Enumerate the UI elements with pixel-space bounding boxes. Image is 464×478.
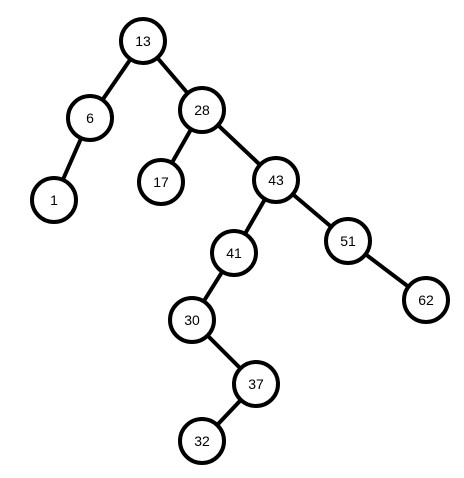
tree-nodes: 13 6 28 1 17 43 41 51 30 62 37 32 <box>30 17 450 465</box>
tree-node-label: 41 <box>226 245 242 261</box>
tree-node-circle <box>252 156 300 204</box>
tree-node-circle <box>178 86 226 134</box>
tree-node-label: 62 <box>418 292 434 308</box>
tree-node-label: 1 <box>50 192 58 208</box>
tree-node: 41 <box>210 229 258 277</box>
tree-node-label: 43 <box>268 172 284 188</box>
tree-node: 30 <box>168 296 216 344</box>
tree-node-label: 37 <box>248 376 264 392</box>
tree-node: 6 <box>66 94 114 142</box>
tree-node-label: 13 <box>135 33 151 49</box>
tree-node: 51 <box>324 217 372 265</box>
tree-node-label: 32 <box>194 433 210 449</box>
tree-node: 43 <box>252 156 300 204</box>
tree-node-circle <box>119 17 167 65</box>
tree-node: 37 <box>232 360 280 408</box>
tree-node-circle <box>30 176 78 224</box>
tree-node: 17 <box>137 158 185 206</box>
tree-node-circle <box>168 296 216 344</box>
tree-node-circle <box>178 417 226 465</box>
tree-node-circle <box>66 94 114 142</box>
tree-node: 28 <box>178 86 226 134</box>
tree-node-label: 30 <box>184 312 200 328</box>
tree-node-label: 17 <box>153 174 169 190</box>
tree-node: 62 <box>402 276 450 324</box>
tree-node-label: 51 <box>340 233 356 249</box>
tree-node-circle <box>402 276 450 324</box>
tree-node-circle <box>324 217 372 265</box>
tree-node-label: 28 <box>194 102 210 118</box>
tree-node-circle <box>137 158 185 206</box>
tree-node: 13 <box>119 17 167 65</box>
tree-node-label: 6 <box>86 110 94 126</box>
tree-node: 32 <box>178 417 226 465</box>
tree-node: 1 <box>30 176 78 224</box>
tree-node-circle <box>210 229 258 277</box>
tree-node-circle <box>232 360 280 408</box>
